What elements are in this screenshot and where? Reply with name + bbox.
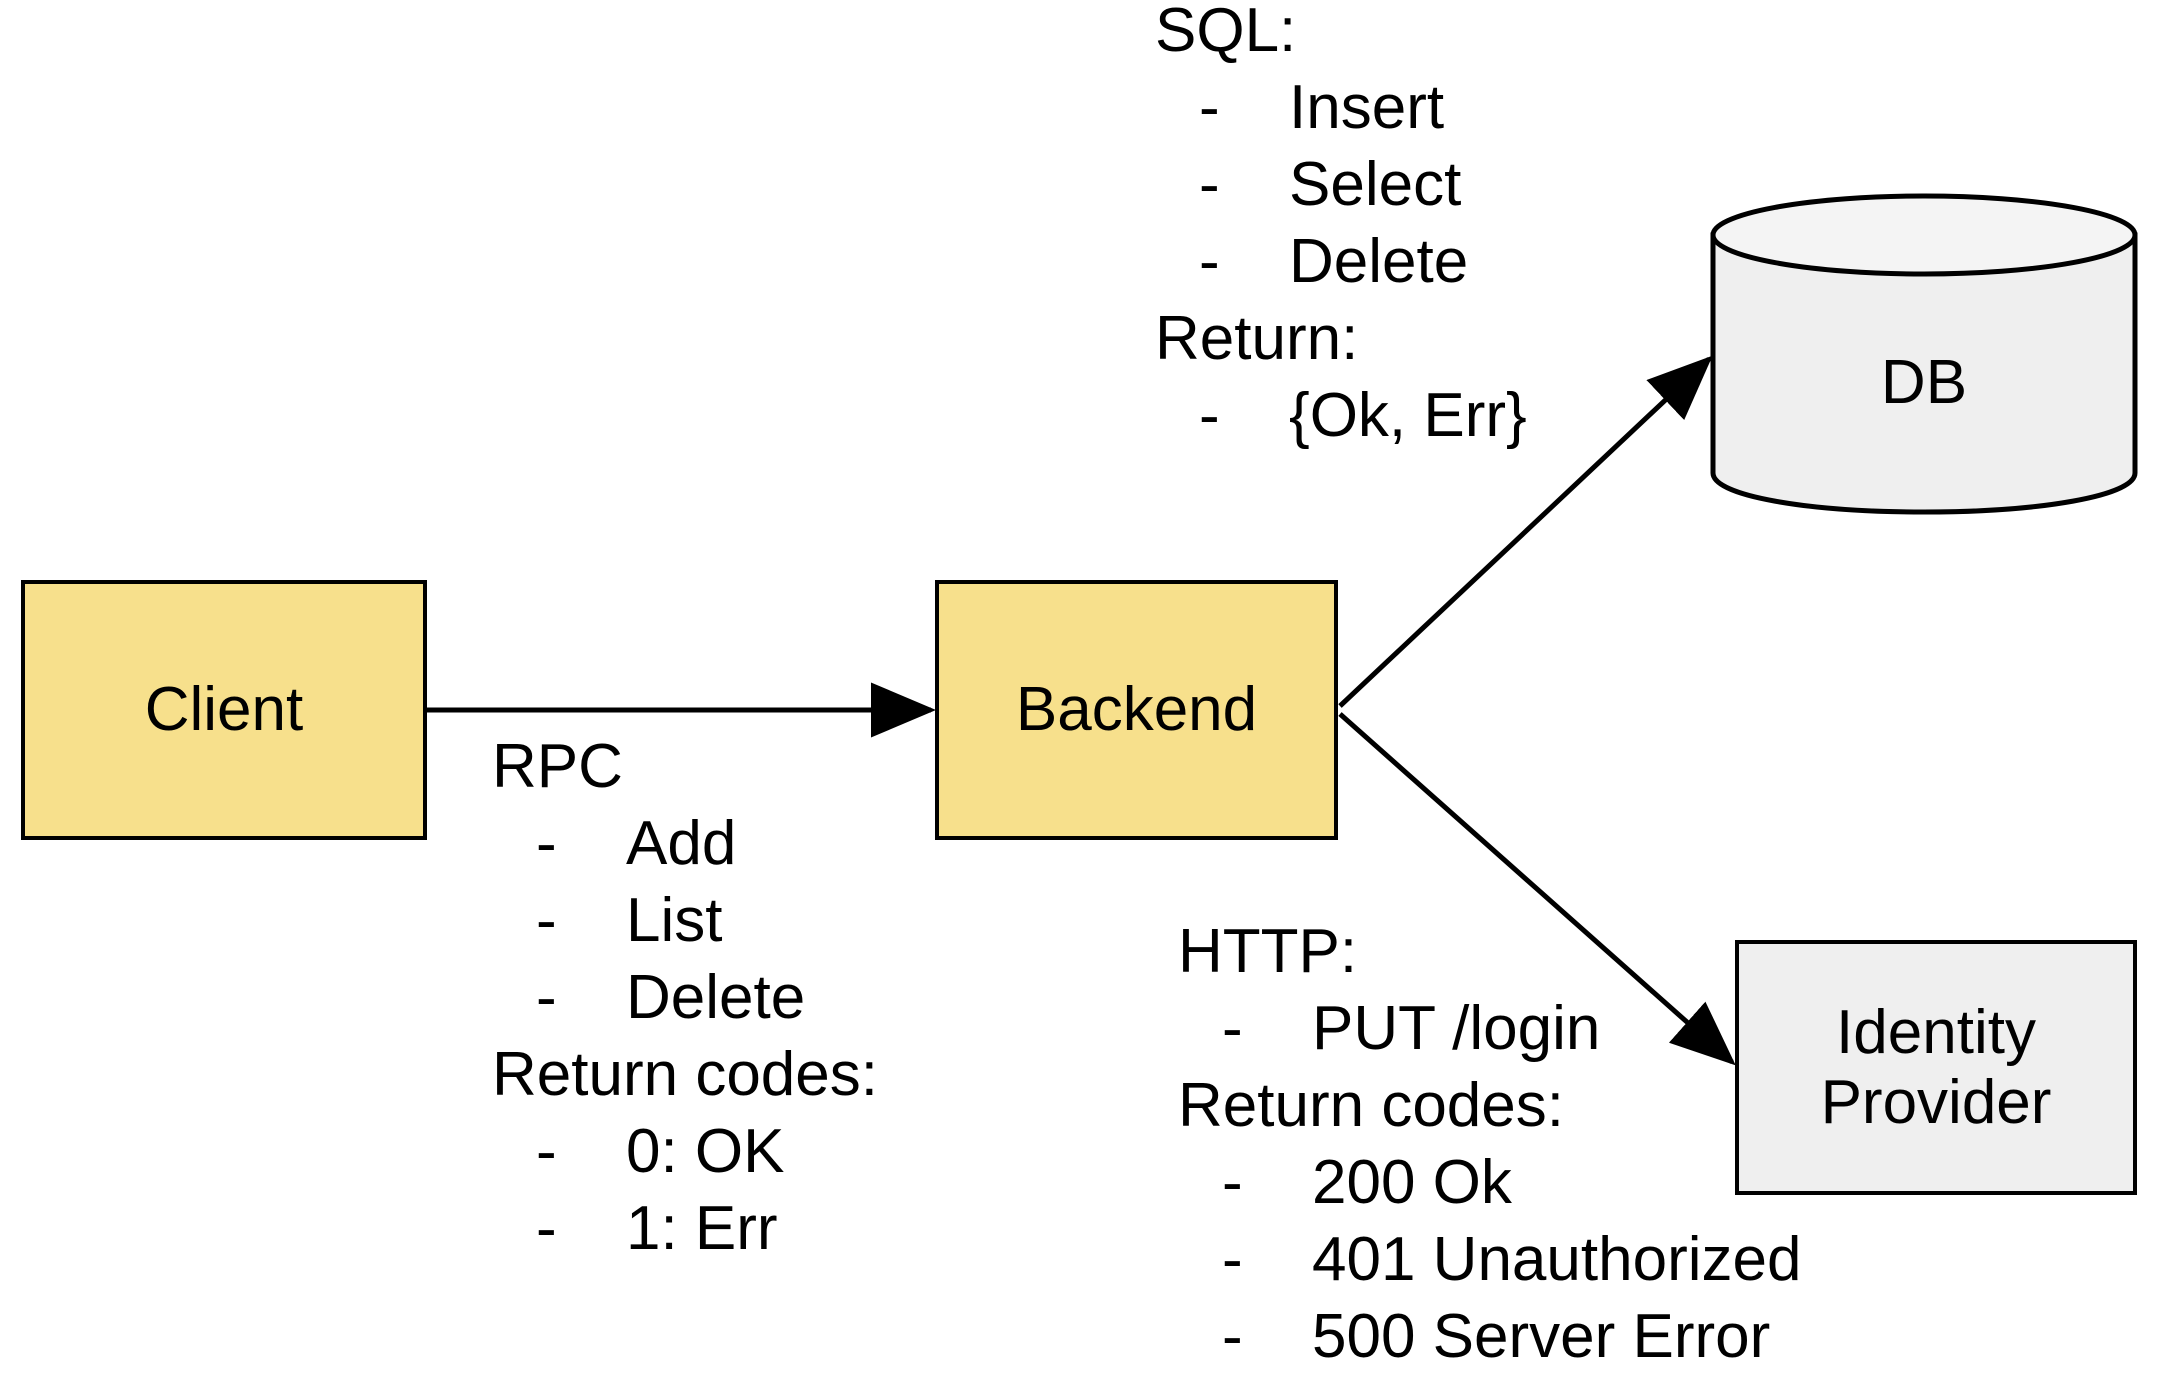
annotation-http-header: HTTP: [1178, 917, 1358, 986]
annotation-http-return: -401 Unauthorized [1178, 1221, 1801, 1298]
annotation-rpc: RPC -Add -List -Delete Return codes: -0:… [492, 728, 878, 1267]
bullet-dash: - [1222, 1225, 1243, 1294]
bullet-dash: - [1199, 73, 1220, 142]
bullet-dash: - [1199, 150, 1220, 219]
annotation-rpc-return: -1: Err [492, 1190, 878, 1267]
annotation-sql-operation: -Delete [1155, 223, 1527, 300]
bullet-dash: - [1199, 381, 1220, 450]
annotation-rpc-operation: -Delete [492, 959, 878, 1036]
bullet-dash: - [536, 886, 557, 955]
annotation-rpc-header: RPC [492, 732, 623, 801]
annotation-sql-return: -{Ok, Err} [1155, 377, 1527, 454]
annotation-sql-operation: -Select [1155, 146, 1527, 223]
database-cylinder-icon [1710, 193, 2138, 515]
annotation-rpc-return-header: Return codes: [492, 1040, 878, 1109]
annotation-sql-header: SQL: [1155, 0, 1297, 65]
bullet-dash: - [1222, 1302, 1243, 1371]
annotation-http-return: -500 Server Error [1178, 1298, 1801, 1375]
node-backend[interactable]: Backend [935, 580, 1338, 840]
node-client[interactable]: Client [21, 580, 427, 840]
bullet-dash: - [536, 963, 557, 1032]
bullet-dash: - [1222, 1148, 1243, 1217]
node-database-label: DB [1880, 348, 1968, 418]
annotation-sql-operation: -Insert [1155, 69, 1527, 146]
bullet-dash: - [536, 809, 557, 878]
annotation-sql: SQL: -Insert -Select -Delete Return: -{O… [1155, 0, 1527, 454]
annotation-rpc-operation: -Add [492, 805, 878, 882]
bullet-dash: - [1199, 227, 1220, 296]
annotation-http-return: -200 Ok [1178, 1144, 1801, 1221]
bullet-dash: - [536, 1194, 557, 1263]
annotation-rpc-return: -0: OK [492, 1113, 878, 1190]
node-identity-provider-label-line2: Provider [1820, 1067, 2052, 1137]
annotation-http-operation: -PUT /login [1178, 990, 1801, 1067]
annotation-http: HTTP: -PUT /login Return codes: -200 Ok … [1178, 913, 1801, 1375]
node-client-label: Client [144, 675, 304, 745]
node-identity-provider-label: Identity Provider [1821, 998, 2052, 1137]
node-identity-provider[interactable]: Identity Provider [1735, 940, 2137, 1195]
annotation-sql-return-header: Return: [1155, 304, 1359, 373]
node-database[interactable]: DB [1710, 193, 2138, 515]
node-identity-provider-label-line1: Identity [1836, 998, 2036, 1068]
bullet-dash: - [536, 1117, 557, 1186]
annotation-rpc-operation: -List [492, 882, 878, 959]
bullet-dash: - [1222, 994, 1243, 1063]
annotation-http-return-header: Return codes: [1178, 1071, 1564, 1140]
node-backend-label: Backend [1015, 675, 1258, 745]
